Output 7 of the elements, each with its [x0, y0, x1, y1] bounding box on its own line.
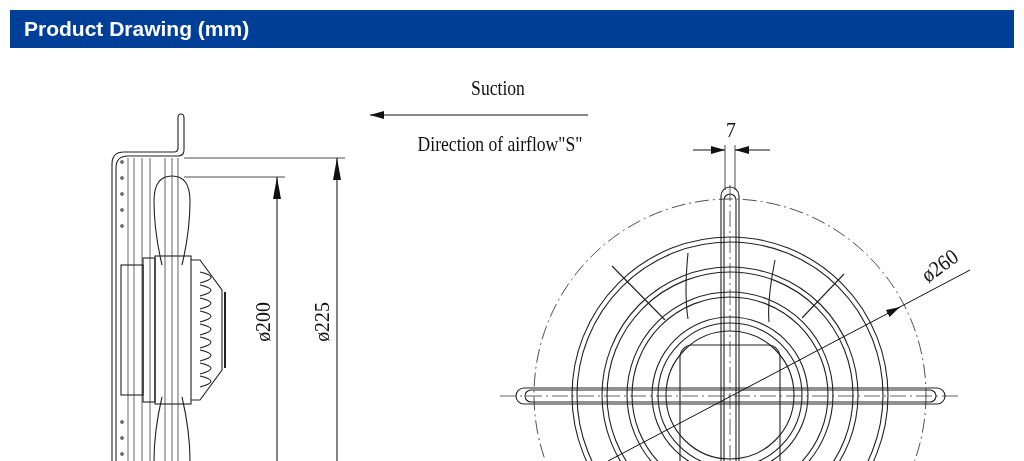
- dimension-label: ø200: [252, 302, 274, 342]
- dimension-label: ø260: [917, 245, 963, 287]
- dimension-label: Direction of airflow"S": [417, 133, 583, 155]
- title: Product Drawing (mm): [24, 17, 250, 41]
- dimension-label: 7: [726, 119, 736, 141]
- dimension-label: ø225: [311, 302, 333, 342]
- dimension-label: Suction: [471, 77, 525, 99]
